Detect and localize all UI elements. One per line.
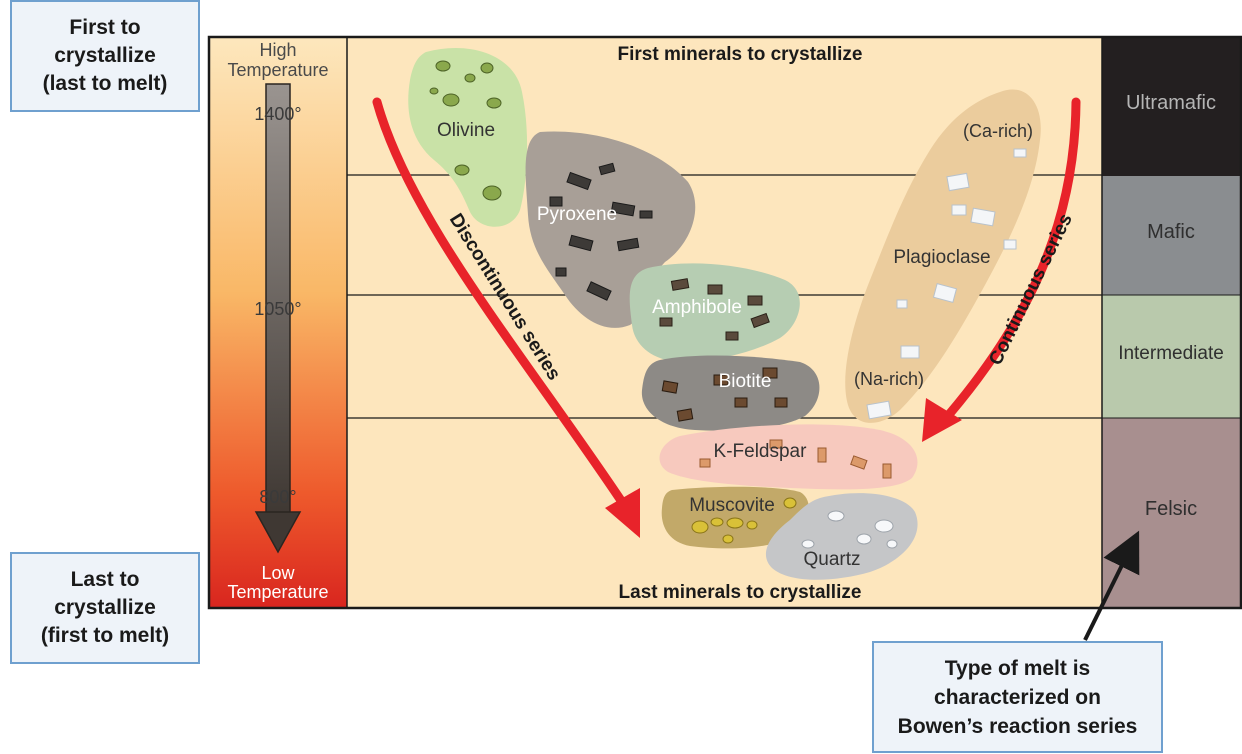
- heading-last-minerals: Last minerals to crystallize: [619, 582, 862, 603]
- temp-1050: 1050°: [254, 299, 301, 319]
- label-pyroxene: Pyroxene: [537, 204, 617, 225]
- label-olivine: Olivine: [437, 120, 495, 141]
- label-mafic: Mafic: [1147, 221, 1195, 243]
- callout-melt-text: Type of melt is characterized on Bowen’s…: [898, 654, 1138, 741]
- low-label-1: Low: [261, 563, 295, 583]
- callout-first-to-crystallize: First to crystallize (last to melt): [10, 0, 200, 112]
- label-quartz: Quartz: [803, 549, 860, 570]
- heading-first-minerals: First minerals to crystallize: [618, 44, 863, 65]
- callout-first-text: First to crystallize (last to melt): [43, 14, 168, 98]
- label-amphibole: Amphibole: [652, 297, 742, 318]
- callout-last-to-crystallize: Last to crystallize (first to melt): [10, 552, 200, 664]
- label-plagioclase: Plagioclase: [893, 247, 990, 268]
- callout-last-text: Last to crystallize (first to melt): [41, 566, 169, 650]
- label-intermediate: Intermediate: [1118, 343, 1224, 364]
- temp-800: 800°: [259, 487, 296, 507]
- callout-type-of-melt: Type of melt is characterized on Bowen’s…: [872, 641, 1163, 753]
- label-felsic: Felsic: [1145, 498, 1197, 520]
- label-na-rich: (Na-rich): [854, 369, 924, 389]
- label-biotite: Biotite: [719, 371, 772, 392]
- blob-biotite: [642, 356, 820, 431]
- temp-1400: 1400°: [254, 104, 301, 124]
- label-kfeldspar: K-Feldspar: [714, 441, 808, 462]
- label-ca-rich: (Ca-rich): [963, 121, 1033, 141]
- high-label-1: High: [259, 40, 296, 60]
- high-label-2: Temperature: [227, 60, 328, 80]
- label-ultramafic: Ultramafic: [1126, 92, 1216, 114]
- label-muscovite: Muscovite: [689, 495, 775, 516]
- low-label-2: Temperature: [227, 582, 328, 602]
